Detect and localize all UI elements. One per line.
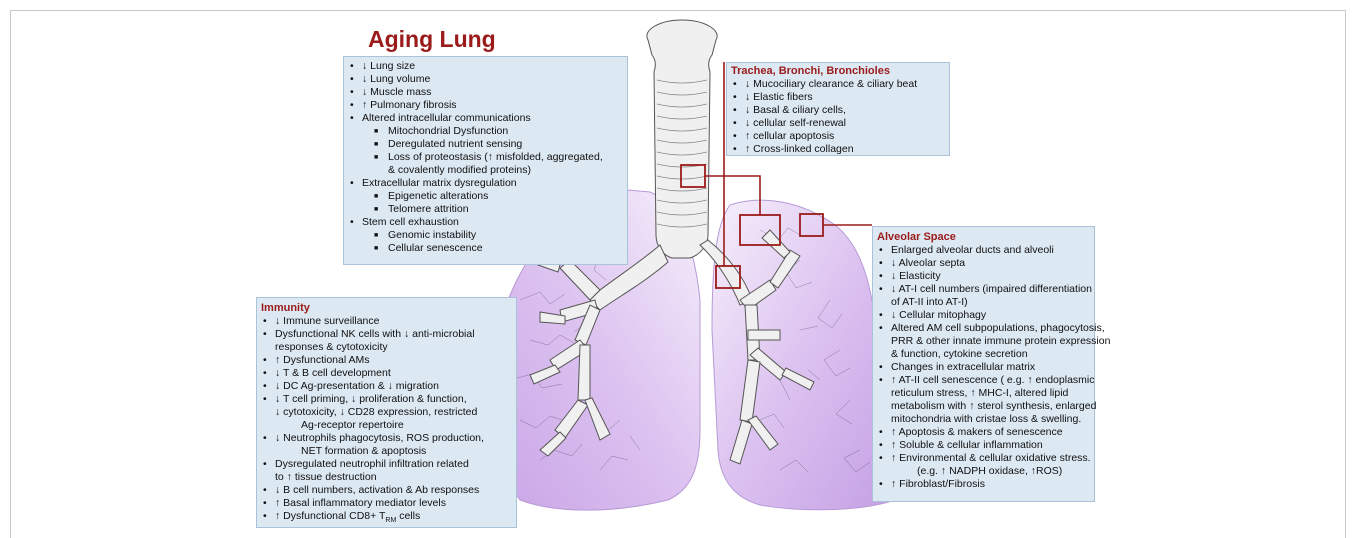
- list-item: ↓ Elastic fibers: [731, 91, 945, 104]
- list-item: & function, cytokine secretion: [877, 348, 1090, 361]
- list-item: Cellular senescence: [348, 242, 623, 255]
- trachea: [647, 20, 717, 258]
- list-item: ↓ Lung size: [348, 60, 623, 73]
- list-item: ↑ Soluble & cellular inflammation: [877, 439, 1090, 452]
- list-item: Stem cell exhaustion: [348, 216, 623, 229]
- list-item: Altered intracellular communications: [348, 112, 623, 125]
- list-item: ↓ Lung volume: [348, 73, 623, 86]
- list-item: & covalently modified proteins): [348, 164, 623, 177]
- immunity-heading: Immunity: [261, 301, 512, 315]
- list-item: PRR & other innate immune protein expres…: [877, 335, 1090, 348]
- list-item: Loss of proteostasis (↑ misfolded, aggre…: [348, 151, 623, 164]
- list-item: ↓ T cell priming, ↓ proliferation & func…: [261, 393, 512, 406]
- list-item: to ↑ tissue destruction: [261, 471, 512, 484]
- alveolar-list: Enlarged alveolar ducts and alveoli↓ Alv…: [877, 244, 1090, 491]
- list-item: Enlarged alveolar ducts and alveoli: [877, 244, 1090, 257]
- list-item: ↑ Pulmonary fibrosis: [348, 99, 623, 112]
- list-item: ↓ Neutrophils phagocytosis, ROS producti…: [261, 432, 512, 445]
- list-item: ↓ cytotoxicity, ↓ CD28 expression, restr…: [261, 406, 512, 419]
- list-item: Dysfunctional NK cells with ↓ anti-micro…: [261, 328, 512, 341]
- list-item: Extracellular matrix dysregulation: [348, 177, 623, 190]
- list-item: ↑ Basal inflammatory mediator levels: [261, 497, 512, 510]
- alveolar-box: Alveolar Space Enlarged alveolar ducts a…: [872, 226, 1095, 502]
- list-item: reticulum stress, ↑ MHC-I, altered lipid: [877, 387, 1090, 400]
- list-item: NET formation & apoptosis: [261, 445, 512, 458]
- list-item: Ag-receptor repertoire: [261, 419, 512, 432]
- list-item: ↑ Cross-linked collagen: [731, 143, 945, 156]
- list-item: ↑ cellular apoptosis: [731, 130, 945, 143]
- list-item: ↓ Muscle mass: [348, 86, 623, 99]
- list-item: Altered AM cell subpopulations, phagocyt…: [877, 322, 1090, 335]
- list-item: Dysregulated neutrophil infiltration rel…: [261, 458, 512, 471]
- list-item: ↓ DC Ag-presentation & ↓ migration: [261, 380, 512, 393]
- list-item: responses & cytotoxicity: [261, 341, 512, 354]
- list-item: ↑ Environmental & cellular oxidative str…: [877, 452, 1090, 465]
- list-item: ↓ Immune surveillance: [261, 315, 512, 328]
- list-item: ↓ Mucociliary clearance & ciliary beat: [731, 78, 945, 91]
- list-item: ↓ cellular self-renewal: [731, 117, 945, 130]
- page-title: Aging Lung: [368, 26, 496, 53]
- list-item: ↓ AT-I cell numbers (impaired differenti…: [877, 283, 1090, 296]
- trachea-box: Trachea, Bronchi, Bronchioles ↓ Mucocili…: [726, 62, 950, 156]
- list-item: ↑ AT-II cell senescence ( e.g. ↑ endopla…: [877, 374, 1090, 387]
- list-item: of AT-II into AT-I): [877, 296, 1090, 309]
- list-item: ↑ Dysfunctional AMs: [261, 354, 512, 367]
- list-item: ↓ Cellular mitophagy: [877, 309, 1090, 322]
- list-item: Deregulated nutrient sensing: [348, 138, 623, 151]
- trachea-list: ↓ Mucociliary clearance & ciliary beat↓ …: [731, 78, 945, 156]
- alveolar-heading: Alveolar Space: [877, 230, 1090, 244]
- list-item: ↓ Alveolar septa: [877, 257, 1090, 270]
- list-item: ↓ Basal & ciliary cells,: [731, 104, 945, 117]
- list-item: ↑ Fibroblast/Fibrosis: [877, 478, 1090, 491]
- immunity-box: Immunity ↓ Immune surveillanceDysfunctio…: [256, 297, 517, 528]
- list-item: Telomere attrition: [348, 203, 623, 216]
- list-item: ↓ Elasticity: [877, 270, 1090, 283]
- list-item: Mitochondrial Dysfunction: [348, 125, 623, 138]
- list-item: mitochondria with cristae loss & swellin…: [877, 413, 1090, 426]
- list-item: Genomic instability: [348, 229, 623, 242]
- list-item: ↓ B cell numbers, activation & Ab respon…: [261, 484, 512, 497]
- list-item: metabolism with ↑ sterol synthesis, enla…: [877, 400, 1090, 413]
- list-item: Changes in extracellular matrix: [877, 361, 1090, 374]
- list-item: ↑ Apoptosis & makers of senescence: [877, 426, 1090, 439]
- list-item: (e.g. ↑ NADPH oxidase, ↑ROS): [877, 465, 1090, 478]
- aging-lung-box: ↓ Lung size↓ Lung volume↓ Muscle mass↑ P…: [343, 56, 628, 265]
- aging-lung-list: ↓ Lung size↓ Lung volume↓ Muscle mass↑ P…: [348, 60, 623, 255]
- trachea-heading: Trachea, Bronchi, Bronchioles: [731, 64, 945, 78]
- immunity-list: ↓ Immune surveillanceDysfunctional NK ce…: [261, 315, 512, 510]
- immunity-last-item: ↑ Dysfunctional CD8+ TRM cells: [261, 510, 512, 527]
- list-item: ↓ T & B cell development: [261, 367, 512, 380]
- list-item: Epigenetic alterations: [348, 190, 623, 203]
